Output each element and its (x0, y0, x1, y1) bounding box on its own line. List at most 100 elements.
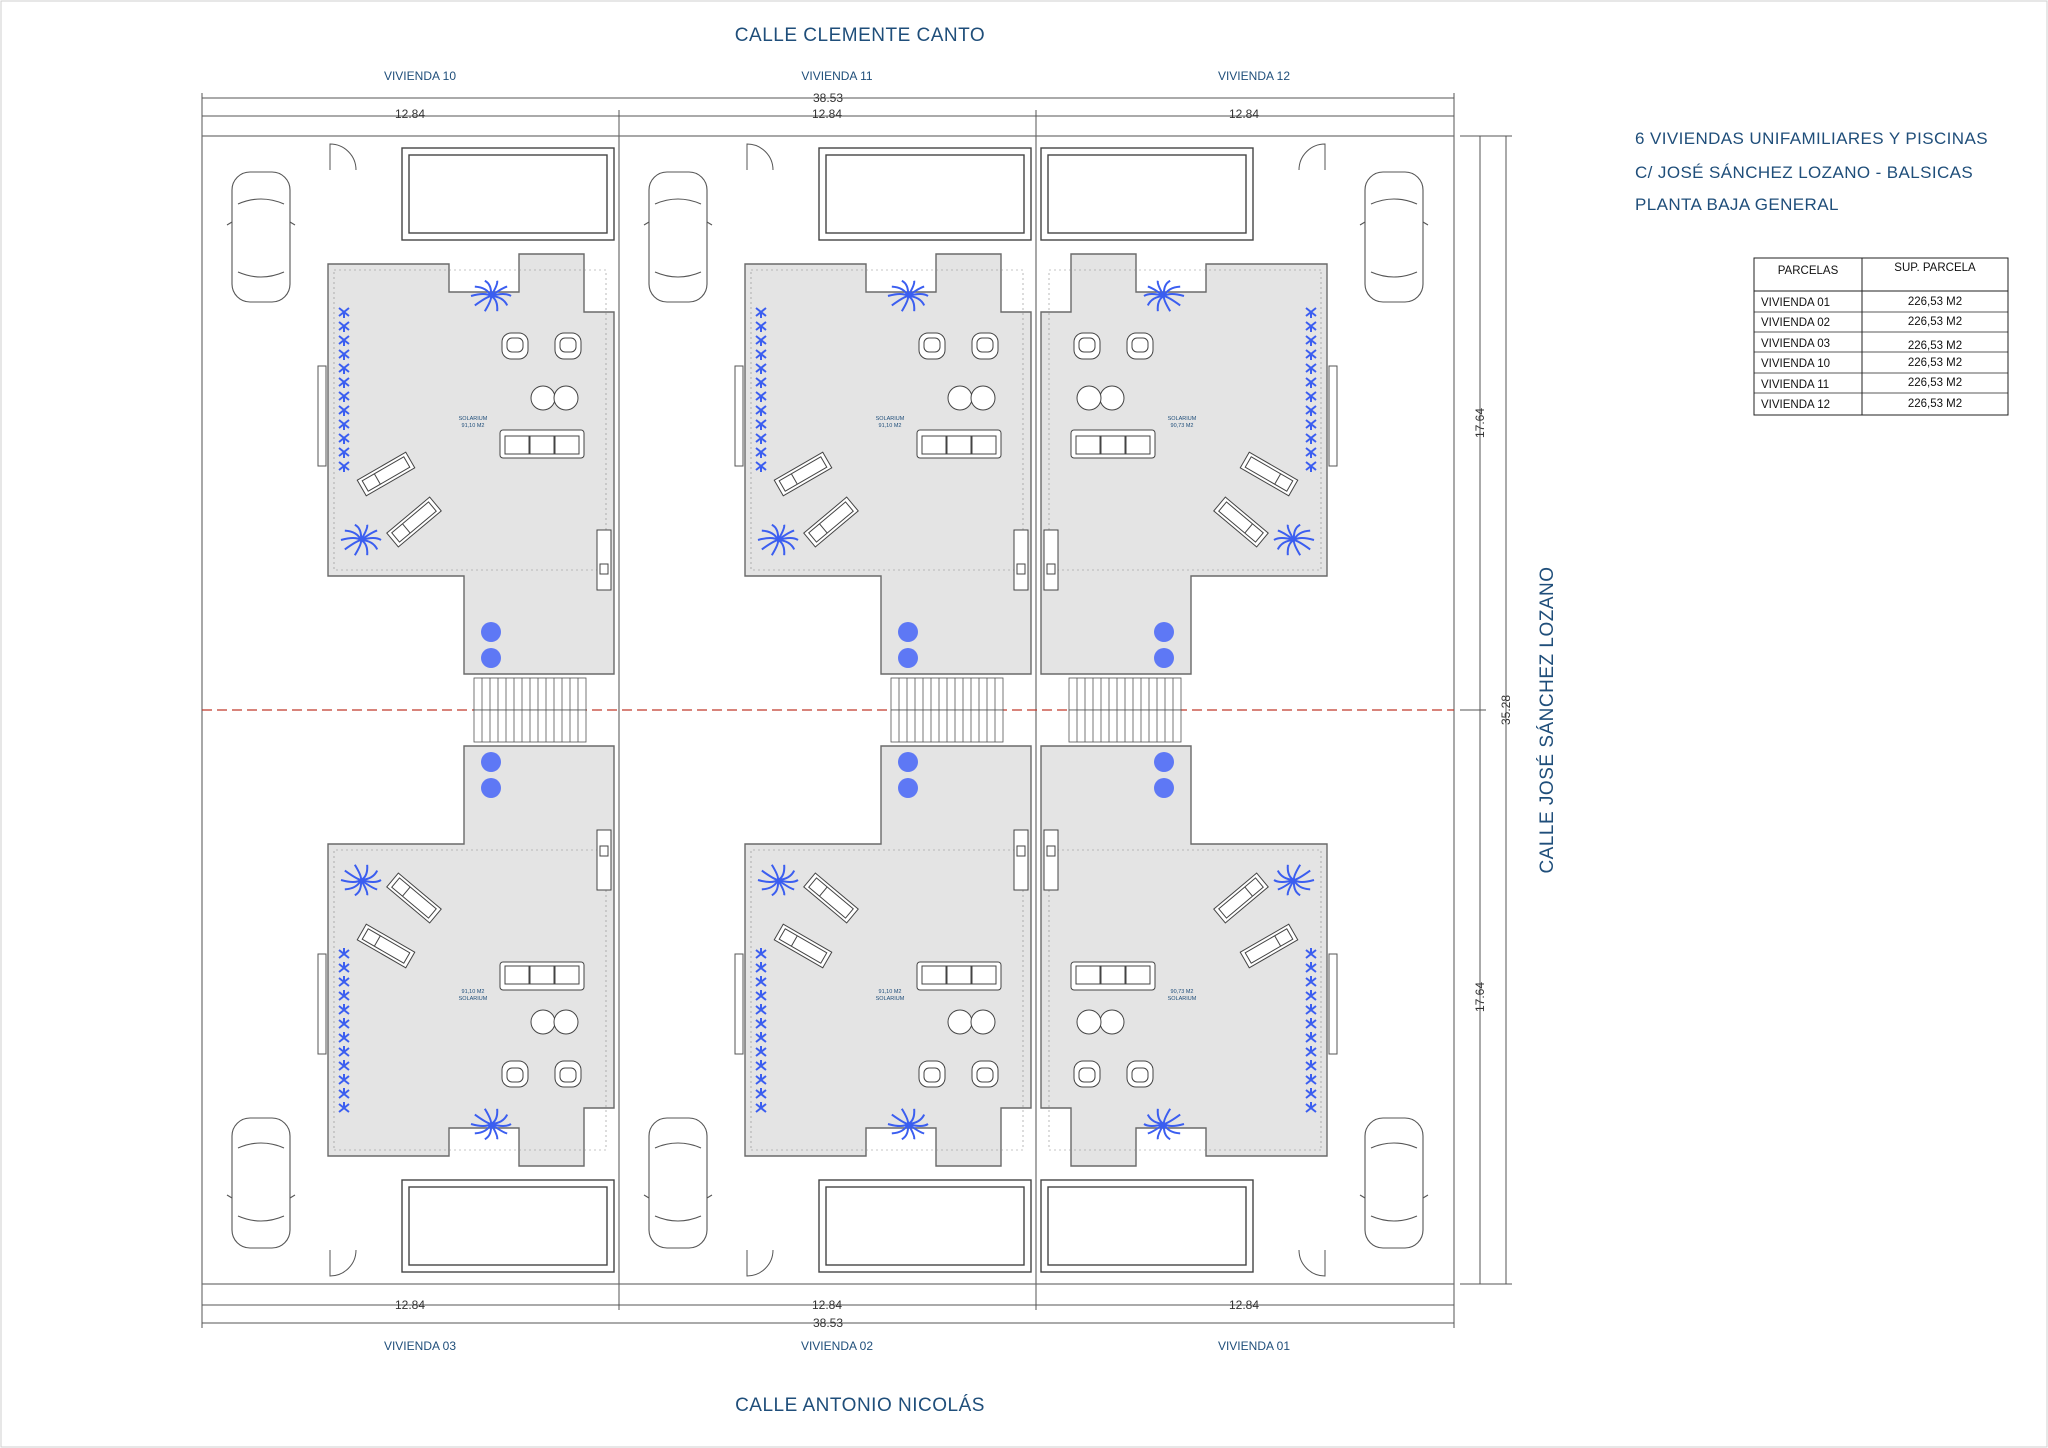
shrub-strip-icon (755, 307, 767, 472)
counter (1043, 829, 1059, 891)
blue-dot-icon (481, 778, 501, 798)
sofa-cushion (921, 965, 947, 985)
shrub (338, 1102, 350, 1113)
blue-dot-icon (481, 622, 501, 642)
side-table-icon (530, 385, 556, 411)
car-icon (226, 171, 296, 303)
shrub (755, 948, 767, 959)
lounger-pad (361, 456, 411, 492)
side-table-icon (947, 385, 973, 411)
sofa-cushion (1075, 435, 1101, 455)
car-windows (654, 1142, 702, 1222)
dimension-total-depth: 35.28 (1499, 695, 1513, 725)
sofa-cushion (1100, 435, 1126, 455)
shrub (1305, 335, 1317, 346)
armchair-icon (554, 332, 582, 360)
car-body (231, 1117, 291, 1249)
title-block: 6 VIVIENDAS UNIFAMILIARES Y PISCINAS C/ … (1635, 129, 1988, 214)
shrub (1305, 948, 1317, 959)
solarium-area (744, 253, 1032, 675)
shrub (338, 447, 350, 458)
shrub (338, 962, 350, 973)
door-icon (746, 1249, 774, 1277)
side-window (1328, 953, 1338, 1055)
door-swing (1298, 1249, 1326, 1277)
blue-dot-icon (898, 778, 918, 798)
armchair-icon (1126, 1060, 1154, 1088)
dimension-total-width: 38.53 (813, 1316, 843, 1330)
lounger-pad (1218, 501, 1264, 543)
room-area: 91,10 M2 (879, 989, 902, 995)
side-table-icon (1076, 385, 1102, 411)
shrub (1305, 1046, 1317, 1057)
lounger-pad (778, 456, 828, 492)
table-cell: VIVIENDA 12 (1761, 399, 1830, 411)
table-cell: 226,53 M2 (1908, 398, 1962, 410)
street-label-bottom: CALLE ANTONIO NICOLÁS (735, 1395, 985, 1416)
palm-frond (1156, 1108, 1165, 1125)
palm-frond (1277, 879, 1295, 891)
shrub (1305, 990, 1317, 1001)
shrub (1305, 1102, 1317, 1113)
armchair-seat (923, 337, 941, 353)
shrub (755, 307, 767, 318)
shrub (755, 1046, 767, 1057)
palm-frond (490, 285, 508, 297)
sun-lounger-icon (386, 872, 442, 924)
shrub (1305, 1088, 1317, 1099)
unit-label: VIVIENDA 10 (384, 69, 456, 83)
lounger-fold (1274, 473, 1282, 485)
palm-plant-icon (1143, 279, 1185, 312)
sun-lounger-icon (356, 451, 416, 497)
side-table-icon (530, 1009, 556, 1035)
stairs-icon (473, 677, 587, 711)
blue-dot-icon (1154, 622, 1174, 642)
palm-frond (360, 879, 378, 891)
side-table-icon (970, 385, 996, 411)
shrub (338, 405, 350, 416)
armchair-seat (1078, 337, 1096, 353)
kitchen-counter-icon (596, 529, 612, 591)
table-cell: VIVIENDA 10 (1761, 358, 1830, 370)
shrub (1305, 307, 1317, 318)
blue-dot-icon (898, 622, 918, 642)
palm-frond (490, 295, 499, 312)
shrub (1305, 1060, 1317, 1071)
shrub (338, 349, 350, 360)
sofa-cushion (946, 965, 972, 985)
palm-plant-icon (757, 864, 799, 897)
sink (599, 563, 609, 575)
side-table-icon (553, 385, 579, 411)
room-label: SOLARIUM (1168, 416, 1197, 422)
shrub (338, 948, 350, 959)
armchair-seat (1131, 1067, 1149, 1083)
blue-dot-icon (481, 648, 501, 668)
room-area: 91,10 M2 (462, 989, 485, 995)
sofa-cushion (946, 435, 972, 455)
sofa-cushion (1075, 965, 1101, 985)
sofa-cushion (504, 965, 530, 985)
palm-frond (907, 1108, 916, 1125)
shrub (755, 419, 767, 430)
lounger-pad (391, 877, 437, 919)
sun-lounger-icon (1213, 872, 1269, 924)
sofa-cushion (1125, 435, 1151, 455)
dimension-plot-depth: 17.64 (1473, 408, 1487, 438)
sofa-icon (499, 961, 585, 991)
car-mirrors (226, 221, 296, 226)
shrub (1305, 433, 1317, 444)
palm-plant-icon (757, 523, 799, 556)
shrub-strip-icon (338, 948, 350, 1113)
dimension-lines-bottom: 12.84 12.84 12.84 38.53 (201, 1280, 1455, 1330)
palm-plant-icon (470, 279, 512, 312)
sofa-cushion (554, 435, 580, 455)
table-cell: 226,53 M2 (1908, 296, 1962, 308)
shrub (755, 405, 767, 416)
armchair-seat (1078, 1067, 1096, 1083)
solarium-area (1040, 253, 1328, 675)
palm-frond (1277, 529, 1295, 541)
shrub (338, 321, 350, 332)
